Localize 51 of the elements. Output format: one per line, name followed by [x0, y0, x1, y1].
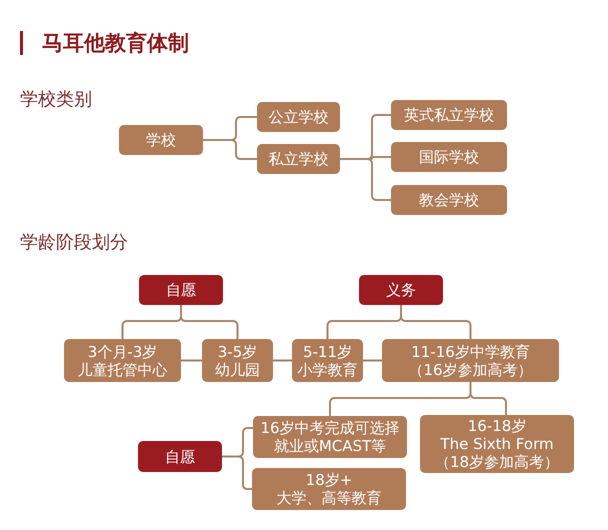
stage-label: 大学、高等教育: [276, 489, 382, 507]
attendance-label: 义务: [386, 281, 416, 299]
age-range-label: 3-5岁: [218, 342, 258, 360]
exam-note-label: （16岁参加高考）: [408, 360, 533, 378]
connector-line: [180, 305, 238, 339]
stage-box: [64, 339, 181, 382]
school-type-box: [391, 142, 507, 172]
school-type-label: 学校: [146, 131, 176, 149]
connector-line: [273, 360, 292, 362]
stage-box: [420, 415, 574, 473]
section-heading: 学龄阶段划分: [20, 231, 128, 254]
stage-label: 11-16岁中学教育: [411, 342, 530, 360]
connector-line: [181, 360, 202, 362]
stage-box: [382, 339, 559, 382]
school-type-box: [391, 100, 507, 130]
stage-label: The Sixth Form: [440, 435, 554, 453]
age-range-label: 5-11岁: [302, 342, 352, 360]
connector-line: [203, 139, 257, 160]
school-type-label: 公立学校: [268, 108, 328, 126]
school-type-box: [257, 144, 340, 174]
attendance-box: [139, 275, 223, 305]
exam-note-label: （18岁参加高考）: [434, 453, 560, 471]
stage-label: 幼儿园: [215, 360, 260, 378]
school-type-label: 教会学校: [419, 191, 479, 209]
school-type-label: 国际学校: [419, 148, 479, 166]
school-type-box: [391, 185, 507, 215]
attendance-label: 自愿: [166, 281, 196, 299]
connector-line: [363, 360, 382, 362]
stage-box: [252, 468, 406, 510]
age-range-label: 3个月-3岁: [88, 342, 158, 360]
connector-line: [340, 158, 391, 201]
attendance-box: [359, 275, 443, 305]
connector-line: [400, 305, 472, 339]
connector-line: [222, 456, 252, 490]
option-label: 16岁中考完成可选择就业或MCAST等: [259, 419, 401, 455]
school-type-box: [119, 125, 203, 155]
age-range-label: 16-18岁: [468, 417, 526, 435]
stage-box: [202, 339, 273, 382]
school-type-box: [257, 102, 340, 132]
school-type-label: 英式私立学校: [404, 106, 494, 124]
school-type-label: 私立学校: [268, 150, 328, 168]
age-range-label: 18岁+: [306, 471, 352, 489]
stage-box: [292, 339, 363, 382]
page-title: 马耳他教育体制: [42, 30, 189, 57]
section-heading: 学校类别: [20, 88, 92, 111]
connector-line: [470, 382, 507, 415]
attendance-box: [138, 441, 222, 472]
attendance-label: 自愿: [165, 448, 195, 466]
stage-box: [253, 416, 407, 458]
stage-label: 儿童托管中心: [78, 360, 168, 378]
stage-label: 小学教育: [298, 360, 358, 378]
